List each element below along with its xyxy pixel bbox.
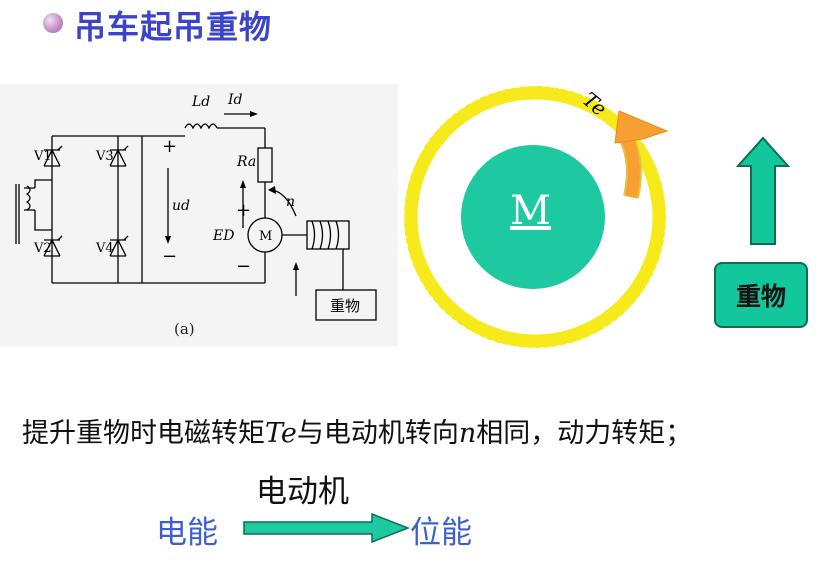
label-load: 重物 <box>330 297 360 315</box>
ring-scallops <box>404 86 666 348</box>
figure-caption: (a) <box>174 320 195 338</box>
label-ld: Ld <box>191 94 210 110</box>
transformer-winding <box>25 185 31 211</box>
label-motor: M <box>259 229 272 244</box>
label-v3: V3 <box>95 149 114 164</box>
label-plus-motor: + <box>236 200 251 221</box>
label-minus-motor: − <box>236 256 251 277</box>
bullet-icon <box>43 13 63 33</box>
thyristor-v1 <box>43 145 63 167</box>
motor-disc <box>461 145 605 289</box>
circuit-diagram: V1 V3 V2 V4 Ld Id Ra ud ED M n + − + − 重… <box>0 84 398 346</box>
desc-part3: 相同，动力转矩； <box>476 418 693 449</box>
label-n: n <box>286 194 295 210</box>
desc-te: Te <box>265 418 297 449</box>
label-v4: V4 <box>95 241 114 256</box>
label-v1: V1 <box>33 149 52 164</box>
desc-part1: 提升重物时电磁转矩 <box>22 418 265 449</box>
resistor-ra <box>257 147 273 183</box>
ring-band <box>410 92 660 342</box>
label-ud: ud <box>172 198 190 214</box>
energy-to: 位能 <box>410 515 472 551</box>
torque-ring-diagram <box>404 86 669 348</box>
description-line: 提升重物时电磁转矩Te与电动机转向n相同，动力转矩； <box>22 411 692 450</box>
desc-n: n <box>458 418 477 449</box>
label-ra: Ra <box>236 154 256 170</box>
thyristor-v2 <box>43 235 63 257</box>
circuit-schematic: V1 V3 V2 V4 Ld Id Ra ud ED M n + − + − 重… <box>15 92 377 321</box>
load-box <box>315 289 377 321</box>
up-arrow-icon <box>736 136 790 245</box>
energy-arrow-icon <box>243 512 411 544</box>
motor-label: M <box>510 188 551 234</box>
label-minus-bottom: − <box>162 246 177 267</box>
energy-from: 电能 <box>156 515 218 551</box>
label-id: Id <box>227 92 243 108</box>
inductor-ld <box>184 123 218 130</box>
machine-label: 电动机 <box>256 474 349 510</box>
thyristor-v3 <box>109 145 129 167</box>
weight-box: 重物 <box>714 262 808 328</box>
label-ed: ED <box>212 228 234 244</box>
label-plus-top: + <box>162 136 177 157</box>
label-v2: V2 <box>33 241 52 256</box>
torque-arrow-head <box>614 110 669 144</box>
slide-title: 吊车起吊重物 <box>74 8 273 46</box>
thyristor-v4 <box>109 235 129 257</box>
desc-part2: 与电动机转向 <box>296 418 459 449</box>
